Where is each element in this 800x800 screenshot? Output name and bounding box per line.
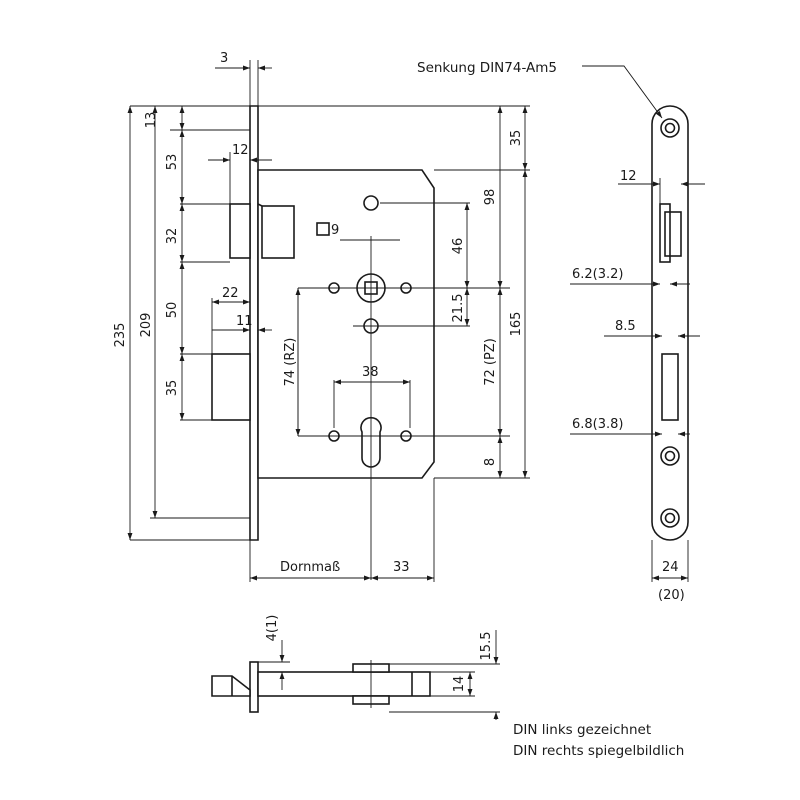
latch-opening bbox=[659, 203, 671, 263]
latch-bolt bbox=[229, 203, 251, 259]
dim-15-5: 15.5 bbox=[479, 632, 494, 661]
countersink-mid-outer-icon bbox=[660, 446, 680, 466]
side-view: Senkung DIN74-Am5 12 6.2(3.2) 8.5 6.8(3.… bbox=[417, 60, 705, 603]
dim-32: 32 bbox=[165, 228, 180, 245]
dim-165: 165 bbox=[509, 312, 524, 337]
dim-21-5: 21.5 bbox=[451, 294, 466, 323]
countersink-top-inner-icon bbox=[664, 122, 676, 134]
lock-case bbox=[257, 169, 435, 479]
dim-12-latch: 12 bbox=[232, 143, 249, 158]
note-din-rechts: DIN rechts spiegelbildlich bbox=[513, 743, 684, 759]
countersink-bottom-inner-icon bbox=[664, 512, 676, 524]
dim-50: 50 bbox=[165, 302, 180, 319]
dim-12-side: 12 bbox=[620, 169, 637, 184]
latch-opening-inner bbox=[664, 211, 682, 257]
dim-6-8: 6.8(3.8) bbox=[572, 417, 624, 432]
countersink-top-outer-icon bbox=[660, 118, 680, 138]
dim-8: 8 bbox=[483, 458, 498, 466]
dim-72-pz: 72 (PZ) bbox=[483, 338, 498, 386]
dim-235: 235 bbox=[113, 323, 128, 348]
top-view: 4(1) 14 15.5 DIN links gezeichnet DIN re… bbox=[211, 615, 684, 759]
countersink-mid-inner-icon bbox=[664, 450, 676, 462]
dim-20: (20) bbox=[658, 588, 685, 603]
latch-top bbox=[211, 675, 251, 697]
cylinder-cutout bbox=[360, 416, 382, 468]
dim-53: 53 bbox=[165, 154, 180, 171]
dim-22: 22 bbox=[222, 286, 239, 301]
spindle-symbol-icon bbox=[316, 222, 330, 236]
dim-13: 13 bbox=[144, 112, 159, 129]
faceplate-top bbox=[249, 661, 259, 713]
dim-spindle: 9 bbox=[331, 223, 339, 238]
latch-bolt-inner bbox=[261, 205, 295, 259]
dim-46: 46 bbox=[451, 238, 466, 255]
dim-3: 3 bbox=[220, 51, 228, 66]
front-view: 9 235 209 13 53 32 50 35 bbox=[113, 51, 530, 582]
dim-8-5: 8.5 bbox=[615, 319, 636, 334]
dim-35-left: 35 bbox=[165, 380, 180, 397]
faceplate-side bbox=[651, 105, 689, 541]
dim-6-2: 6.2(3.2) bbox=[572, 267, 624, 282]
screw-hole-top bbox=[363, 195, 379, 211]
dim-74-rz: 74 (RZ) bbox=[283, 338, 298, 387]
dim-11: 11 bbox=[236, 314, 253, 329]
dim-4-1: 4(1) bbox=[265, 615, 280, 642]
dim-24: 24 bbox=[662, 560, 679, 575]
dim-dornmass: Dornmaß bbox=[280, 560, 340, 575]
countersink-bottom-outer-icon bbox=[660, 508, 680, 528]
case-top bbox=[257, 671, 431, 697]
deadbolt-opening bbox=[661, 353, 679, 421]
dead-bolt bbox=[211, 353, 251, 421]
dim-35-right: 35 bbox=[509, 130, 524, 147]
dim-14: 14 bbox=[452, 676, 467, 693]
label-senkung: Senkung DIN74-Am5 bbox=[417, 60, 557, 76]
dim-38: 38 bbox=[362, 365, 379, 380]
dim-98: 98 bbox=[483, 189, 498, 206]
dim-33: 33 bbox=[393, 560, 410, 575]
dim-209: 209 bbox=[139, 313, 154, 338]
note-din-links: DIN links gezeichnet bbox=[513, 722, 651, 738]
